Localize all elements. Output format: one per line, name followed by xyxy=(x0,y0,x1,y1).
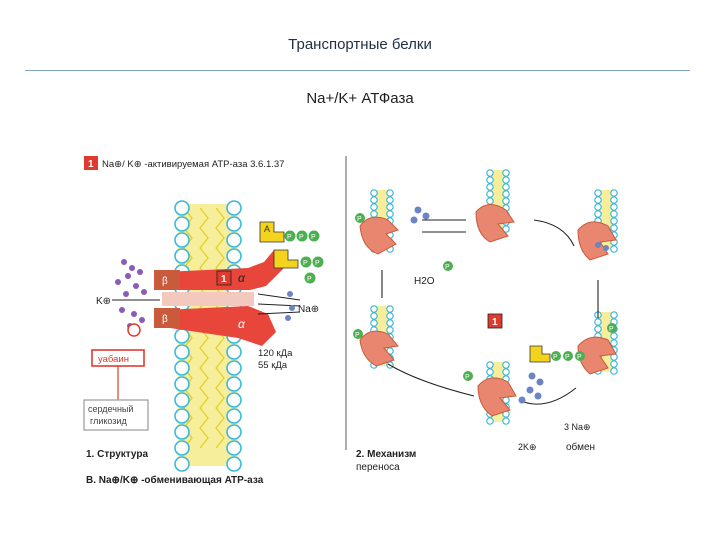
lipid-head xyxy=(174,360,190,376)
lipid-head xyxy=(174,456,190,472)
na3-label: 3 Na⊕ xyxy=(564,422,591,432)
water-label: H2O xyxy=(414,276,435,287)
enzyme-badge: 1 xyxy=(221,274,227,285)
cycle-arrows xyxy=(381,219,599,405)
lipid-head xyxy=(174,440,190,456)
lipid-head xyxy=(226,232,242,248)
beta-label-top: β xyxy=(162,276,168,287)
atp-group: A P P P P P P xyxy=(259,221,324,284)
mechanism-caption-1: 2. Механизм xyxy=(356,449,416,460)
lipid-head xyxy=(174,232,190,248)
lipid-head xyxy=(226,424,242,440)
k2-label: 2K⊕ xyxy=(518,442,537,452)
lipid-head xyxy=(226,408,242,424)
svg-text:P: P xyxy=(609,326,614,333)
title-divider xyxy=(25,70,690,71)
center-badge: 1 xyxy=(492,317,498,328)
left-badge: 1 xyxy=(88,159,94,170)
svg-text:P: P xyxy=(307,276,312,283)
slide-subtitle: Na+/K+ АТФаза xyxy=(306,90,414,107)
atpase-enzyme xyxy=(154,250,284,346)
center-badge-box xyxy=(487,313,503,329)
svg-text:P: P xyxy=(311,234,316,241)
cycle-ions xyxy=(410,206,609,404)
atpase-illustration: 1 Na⊕/ K⊕ -активируемая ATP-аза 3.6.1.37… xyxy=(83,156,618,486)
na-ions xyxy=(285,291,295,321)
lipid-head xyxy=(226,248,242,264)
lipid-head xyxy=(226,456,242,472)
glycoside-chains xyxy=(115,259,147,329)
svg-text:P: P xyxy=(445,264,450,271)
ouabain-label: уабаин xyxy=(98,354,129,365)
right-panel: P P P P P P P P H2O 1 3 Na⊕ 2K⊕ обмен 2.… xyxy=(353,169,618,473)
left-panel: 1 Na⊕/ K⊕ -активируемая ATP-аза 3.6.1.37… xyxy=(83,156,324,486)
slide-title: Транспортные белки xyxy=(288,36,432,53)
lipid-head xyxy=(174,392,190,408)
svg-text:P: P xyxy=(565,354,570,361)
structure-caption: 1. Структура xyxy=(86,449,148,460)
lipid-head xyxy=(226,440,242,456)
mass-alpha: 120 кДа xyxy=(258,348,293,359)
enzyme-badge-box xyxy=(216,270,232,286)
mass-beta: 55 кДа xyxy=(258,360,288,371)
alpha-label-top: α xyxy=(238,271,246,285)
cycle-proteins xyxy=(359,204,617,417)
lipid-head xyxy=(174,216,190,232)
lipid-head xyxy=(174,200,190,216)
lipid-head xyxy=(174,344,190,360)
left-header: Na⊕/ K⊕ -активируемая ATP-аза 3.6.1.37 xyxy=(102,159,284,170)
lipid-head xyxy=(226,344,242,360)
lipid-head xyxy=(226,376,242,392)
svg-text:P: P xyxy=(357,216,362,223)
beta-label-bottom: β xyxy=(162,314,168,325)
svg-text:P: P xyxy=(299,234,304,241)
lipid-head xyxy=(226,392,242,408)
glycoside-label-2: гликозид xyxy=(90,416,127,426)
lipid-head xyxy=(174,408,190,424)
mechanism-caption-2: переноса xyxy=(356,462,400,473)
svg-text:P: P xyxy=(355,332,360,339)
lipid-head xyxy=(174,328,190,344)
figure-footer: B. Na⊕/K⊕ -обменивающая ATP-аза xyxy=(86,474,264,486)
lipid-head xyxy=(174,424,190,440)
ouabain-binding-icon xyxy=(127,323,141,337)
lipid-head xyxy=(174,376,190,392)
glycoside-box xyxy=(83,399,149,431)
svg-text:P: P xyxy=(465,374,470,381)
lipid-head xyxy=(226,216,242,232)
left-badge-box xyxy=(84,156,98,170)
atpase-figure: 1 Na⊕/ K⊕ -активируемая ATP-аза 3.6.1.37… xyxy=(78,150,638,495)
svg-text:P: P xyxy=(303,260,308,267)
svg-text:P: P xyxy=(553,354,558,361)
na-ion-label: Na⊕ xyxy=(298,304,319,315)
lipid-head xyxy=(226,200,242,216)
svg-text:P: P xyxy=(315,260,320,267)
lipid-head xyxy=(226,360,242,376)
alpha-label-bottom: α xyxy=(238,317,246,331)
k-ion-label: K⊕ xyxy=(96,296,111,307)
cycle-phosphates: P P P P P P P P xyxy=(353,213,617,381)
svg-text:P: P xyxy=(287,234,292,241)
svg-text:P: P xyxy=(577,354,582,361)
exchange-label: обмен xyxy=(566,441,595,453)
lipid-head xyxy=(174,248,190,264)
glycoside-label-1: сердечный xyxy=(88,404,133,414)
svg-text:A: A xyxy=(264,224,270,234)
